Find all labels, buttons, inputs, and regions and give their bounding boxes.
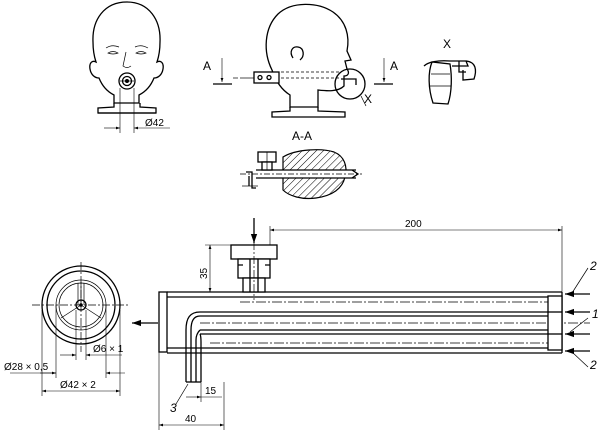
dim-tube-6x1: Ø6 × 1 <box>93 344 124 355</box>
head-front-view: Ø42 <box>89 1 170 133</box>
section-mark-right: A <box>390 59 398 73</box>
callout-2-bottom: 2 <box>589 358 597 372</box>
detail-x-view: X <box>423 37 477 105</box>
section-mark-left: A <box>203 59 211 73</box>
dim-40: 40 <box>185 414 197 425</box>
callout-1: 1 <box>592 307 599 321</box>
dim-tube-28: Ø28 × 0,5 <box>4 362 49 373</box>
detail-title: X <box>443 37 451 51</box>
section-a-a-view: A-A <box>240 129 362 200</box>
dim-200: 200 <box>405 219 422 230</box>
section-title: A-A <box>292 129 312 143</box>
dim-head-diameter: Ø42 <box>145 118 164 129</box>
dim-35: 35 <box>199 267 210 279</box>
tube-end-view: Ø6 × 1 Ø28 × 0,5 Ø42 × 2 <box>4 262 130 396</box>
tube-longitudinal-view: 200 35 15 40 2 1 2 3 <box>132 218 599 430</box>
callout-3: 3 <box>170 401 177 415</box>
detail-marker: X <box>364 92 372 106</box>
callout-2-top: 2 <box>589 259 597 273</box>
head-side-view: X A A <box>203 3 398 118</box>
dim-15: 15 <box>205 386 217 397</box>
dim-tube-42: Ø42 × 2 <box>60 380 96 391</box>
